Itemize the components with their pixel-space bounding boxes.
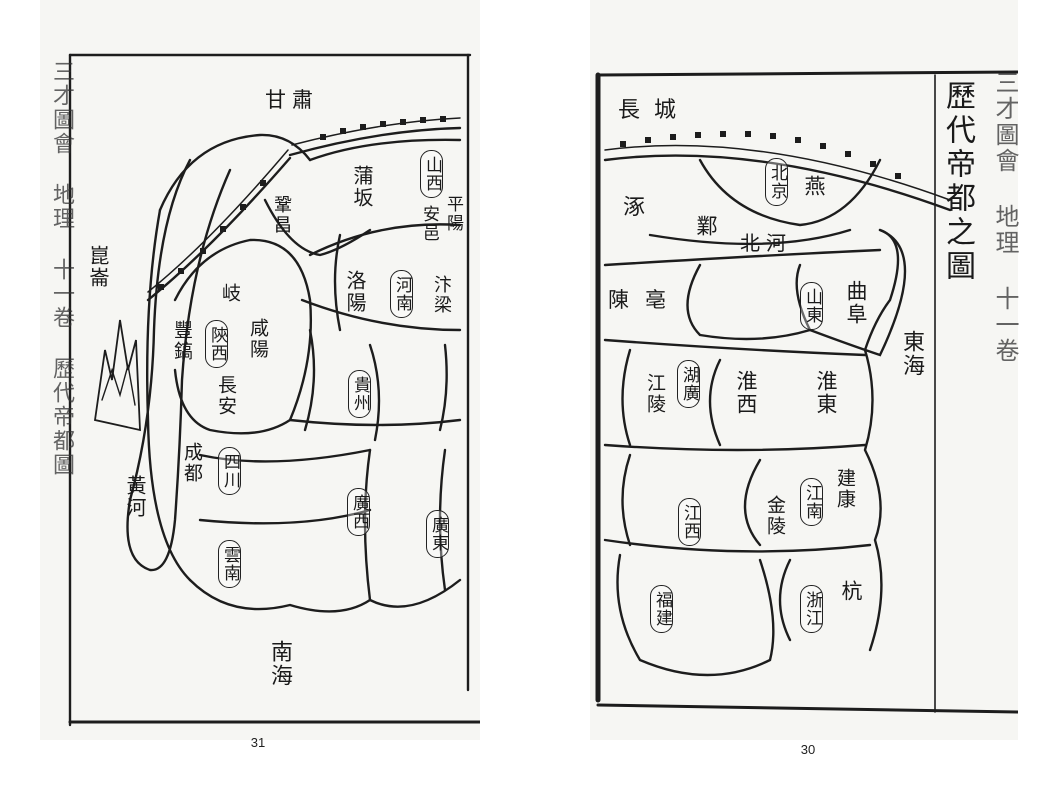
province-jiangnan: 江南 (800, 478, 823, 526)
province-guangxi: 廣西 (347, 488, 370, 536)
map-title: 歷代帝都之圖 (940, 80, 975, 284)
label-chen-bo: 陳亳 (608, 290, 682, 311)
label-gansu: 甘肅 (265, 88, 319, 112)
province-huguang: 湖廣 (677, 360, 700, 408)
province-guizhou: 貴州 (348, 370, 371, 418)
label-kunlun: 崑崙 (86, 245, 110, 289)
label-nanhai: 南海 (267, 640, 292, 688)
province-henan: 河南 (390, 270, 413, 318)
label-yan: 燕 (802, 175, 826, 198)
label-huaixi: 淮西 (734, 370, 758, 416)
label-hang: 杭 (839, 580, 863, 603)
label-pingyang: 平陽 (443, 195, 463, 233)
label-ye: 鄴 (694, 215, 718, 238)
label-beihe: 北河 (740, 231, 792, 255)
province-shandong: 山東 (800, 282, 823, 330)
province-fujian: 福建 (650, 585, 673, 633)
label-zhuo: 涿 (619, 195, 644, 219)
label-chen: 陳 (608, 288, 645, 312)
right-map-lines (595, 70, 1018, 714)
label-jiankang: 建康 (834, 468, 856, 510)
label-bo: 亳 (645, 288, 682, 312)
label-donghai: 東海 (899, 330, 924, 378)
province-shaanxi: 陝西 (205, 320, 228, 368)
province-jiangxi: 江西 (678, 498, 701, 546)
label-puban: 蒲坂 (350, 165, 374, 209)
label-chengdu: 成都 (181, 442, 203, 484)
left-margin-title: 三才圖會 地理 十一卷 歷代帝都圖 (49, 60, 74, 477)
map-page-left: 三才圖會 地理 十一卷 歷代帝都圖 甘肅 崑崙 黃河 南海 鞏昌 蒲坂 山西 平… (40, 0, 480, 740)
page-number-left: 31 (250, 735, 266, 750)
label-huanghe: 黃河 (123, 475, 147, 519)
label-qi: 岐 (219, 283, 241, 304)
label-fenghao: 豐鎬 (171, 320, 193, 362)
label-changan: 長安 (215, 375, 237, 417)
province-shanxi: 山西 (420, 150, 443, 198)
label-jinling: 金陵 (764, 495, 786, 537)
label-changcheng: 長城 (618, 98, 691, 123)
right-margin-title: 三才圖會 地理 十一卷 (991, 70, 1019, 364)
label-qufu: 曲阜 (844, 280, 868, 326)
label-jiangling: 江陵 (644, 373, 666, 415)
province-sichuan: 四川 (218, 447, 241, 495)
map-page-right: 歷代帝都之圖 三才圖會 地理 十一卷 長城 涿 北京 燕 鄴 北河 曲阜 陳亳 … (590, 0, 1019, 740)
province-yunnan: 雲南 (218, 540, 241, 588)
province-zhejiang: 浙江 (800, 585, 823, 633)
label-luoyang: 洛陽 (343, 270, 367, 314)
province-guangdong: 廣東 (426, 510, 449, 558)
label-huaidong: 淮東 (814, 370, 838, 416)
label-bianliang: 汴梁 (431, 275, 452, 315)
left-map-lines (68, 53, 480, 727)
label-xianyang: 咸陽 (247, 318, 269, 360)
province-beijing: 北京 (765, 158, 788, 206)
label-gongchang: 鞏昌 (271, 195, 292, 235)
page-number-right: 30 (800, 742, 816, 757)
label-anyi: 安邑 (419, 205, 439, 243)
